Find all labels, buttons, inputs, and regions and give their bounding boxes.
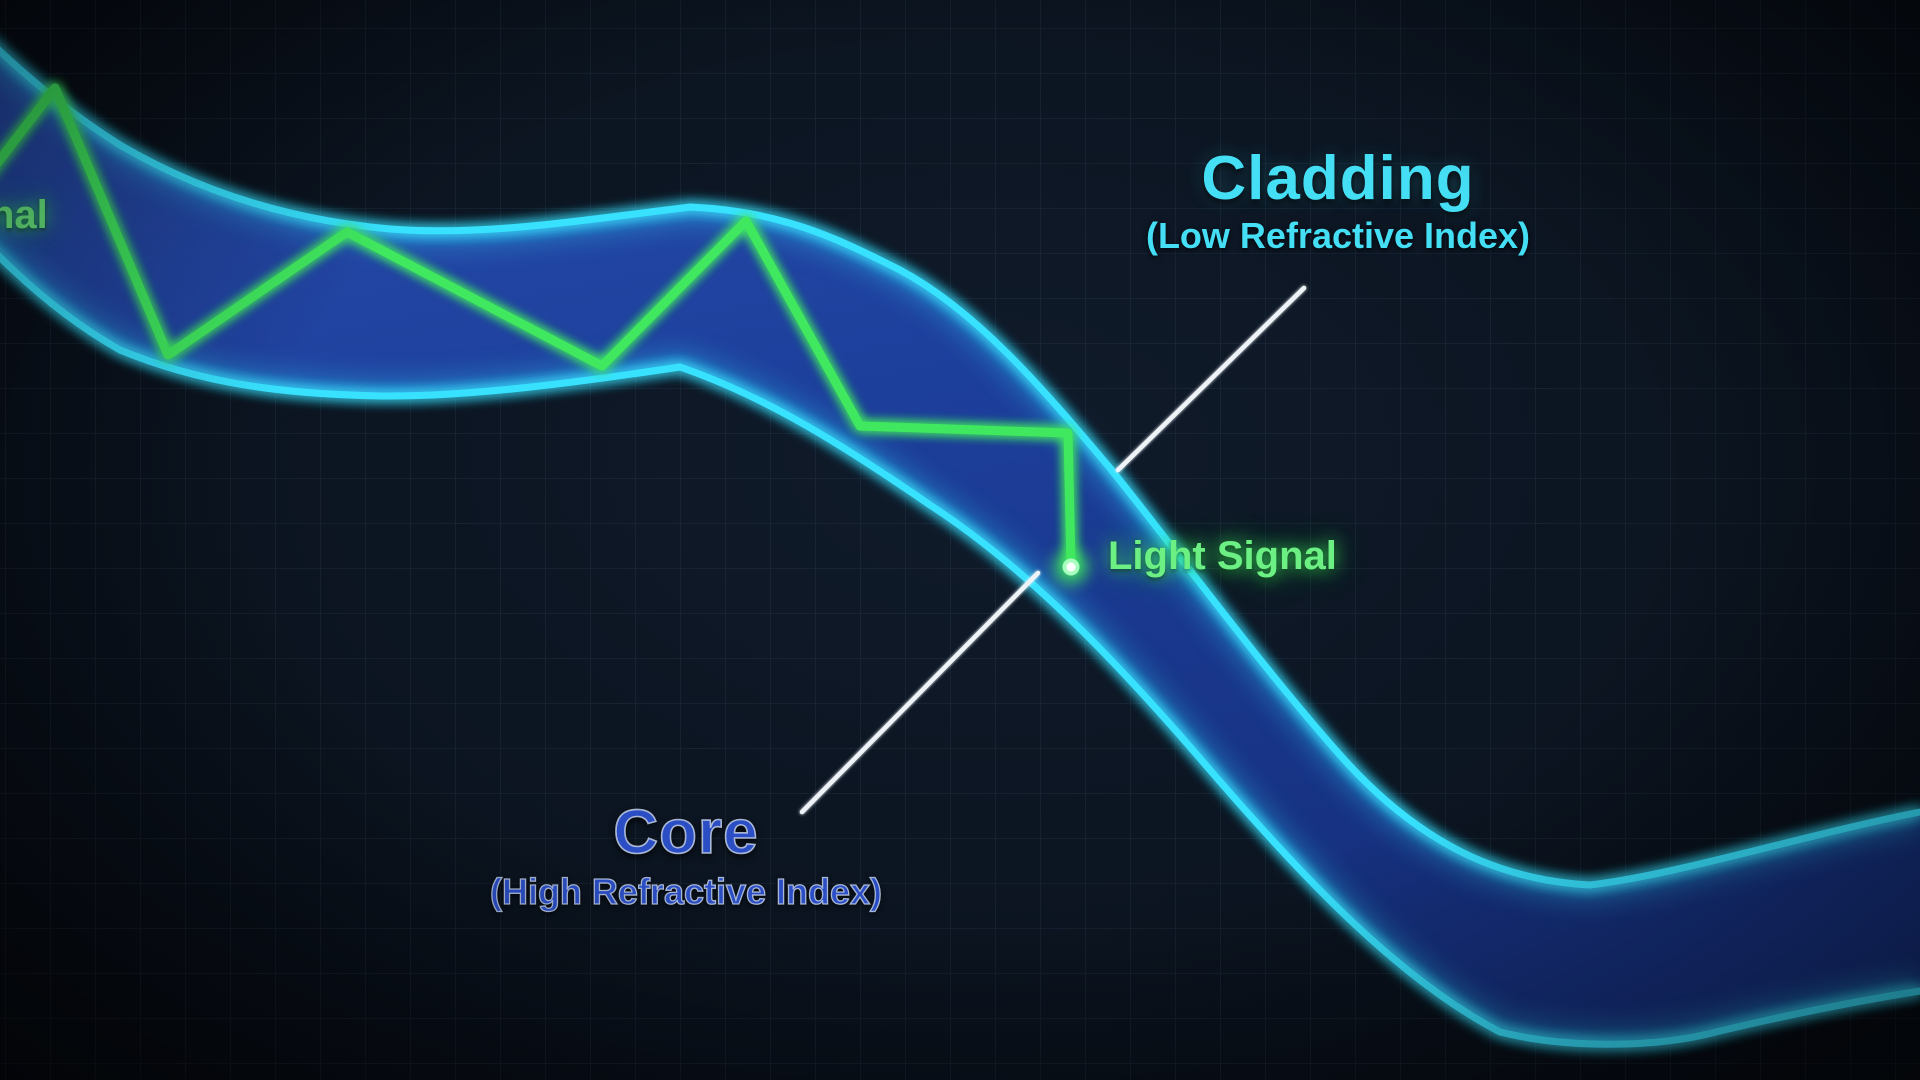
cladding-edge-bottom — [0, 252, 1920, 1048]
cladding-edge-top — [0, 46, 1920, 889]
cladding-title: Cladding — [1201, 144, 1475, 213]
core-subtitle: (High Refractive Index) — [489, 870, 883, 912]
cladding-subtitle: (Low Refractive Index) — [1145, 215, 1531, 256]
core-title: Core — [613, 798, 759, 867]
cladding-pointer-line — [1115, 285, 1307, 473]
cladding-label: Cladding (Low Refractive Index) — [1038, 146, 1638, 256]
core-pointer-line — [799, 570, 1041, 815]
light-ray-path — [0, 83, 1076, 571]
light-signal-label: Light Signal — [1108, 534, 1337, 578]
light-signal-dot — [1066, 562, 1076, 572]
clipped-signal-fragment: nal — [0, 193, 48, 237]
core-label: Core (High Refractive Index) — [386, 798, 986, 913]
